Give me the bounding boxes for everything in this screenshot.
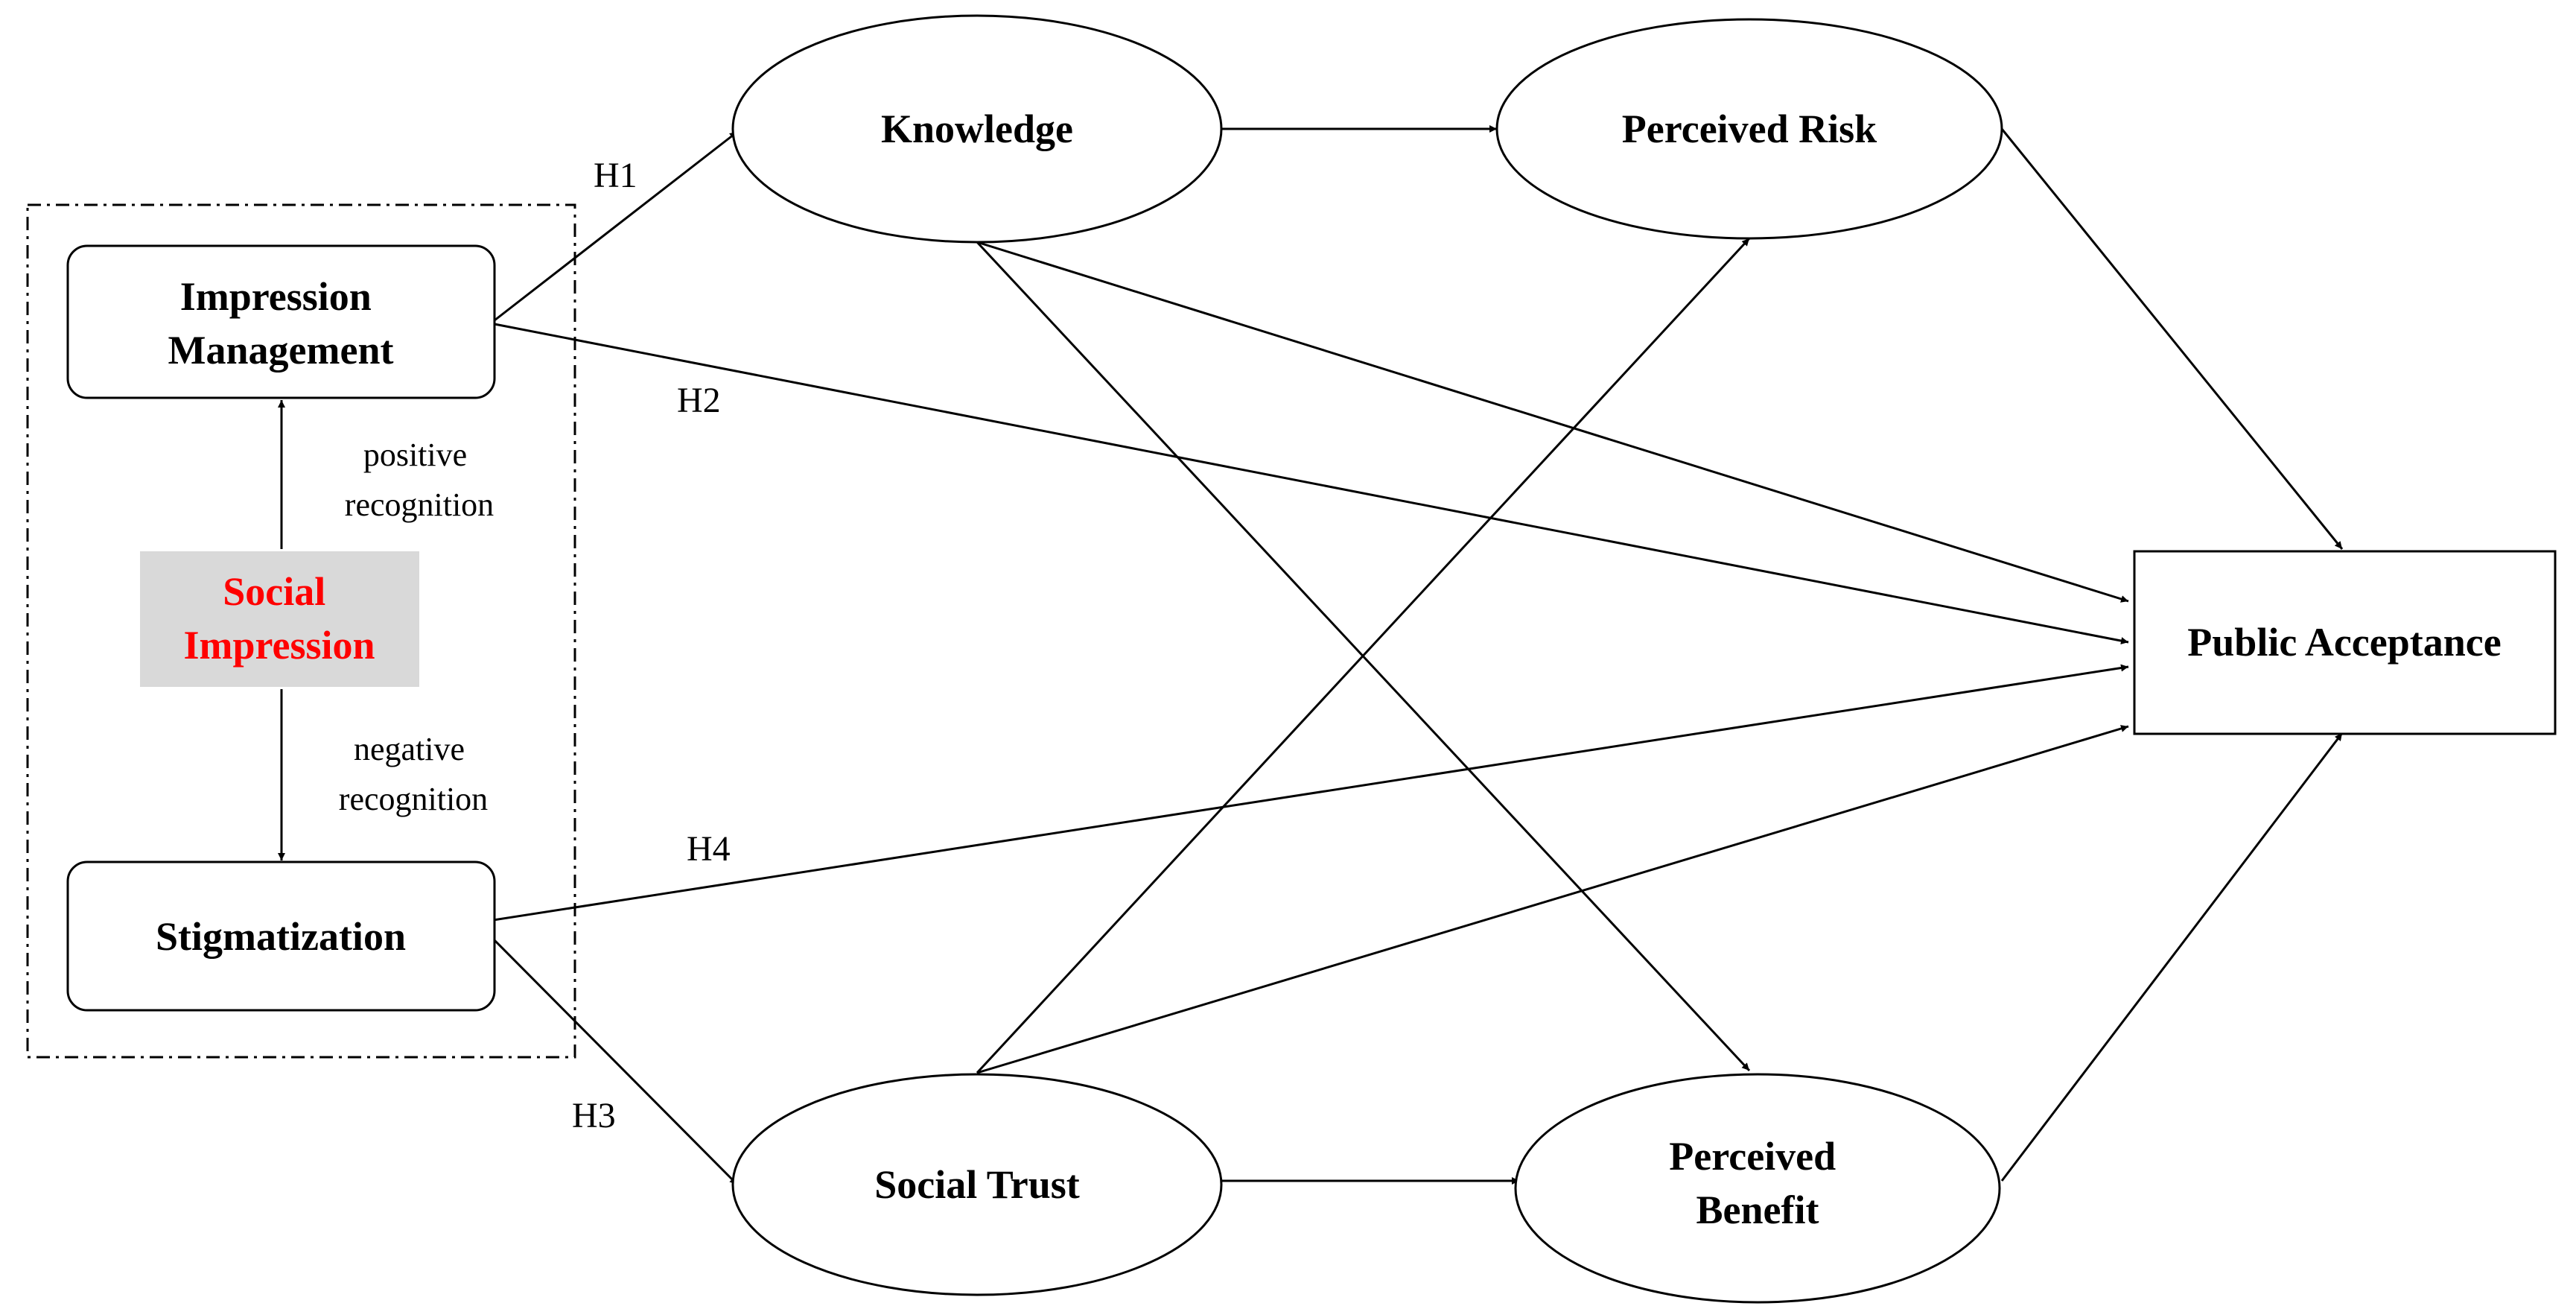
edge-impression-to-knowledge [494, 130, 738, 322]
node-perceived-risk: Perceived Risk [1495, 18, 2003, 240]
node-impression-management: Impression Management [66, 244, 496, 399]
perceived-benefit-label: Perceived Benefit [1669, 1134, 1845, 1232]
node-knowledge: Knowledge [731, 14, 1223, 244]
hypothesis-h1-label: H1 [594, 156, 637, 195]
knowledge-label: Knowledge [881, 107, 1073, 151]
impression-management-label: Impression Management [168, 274, 394, 373]
edge-social-trust-to-public-acceptance [976, 725, 2129, 1074]
perceived-risk-label: Perceived Risk [1622, 107, 1877, 151]
edge-perceived-risk-to-public-acceptance [2000, 128, 2344, 550]
social-impression-line-1: Social [223, 569, 325, 614]
node-social-trust: Social Trust [731, 1073, 1223, 1296]
edges [278, 125, 2344, 1186]
public-acceptance-label: Public Acceptance [2187, 620, 2501, 665]
perceived-benefit-line-1: Perceived [1669, 1134, 1836, 1179]
hypothesis-h2-label: H2 [677, 381, 721, 420]
node-stigmatization: Stigmatization [66, 860, 496, 1012]
social-impression-line-2: Impression [183, 623, 375, 668]
edge-social-trust-to-perceived-risk [976, 237, 1751, 1074]
social-impression-highlight [140, 551, 419, 687]
negative-recognition-label: negative recognition [339, 731, 488, 817]
perceived-benefit-line-2: Benefit [1696, 1188, 1819, 1232]
node-perceived-benefit: Perceived Benefit [1514, 1073, 2001, 1304]
positive-recognition-label: positive recognition [345, 437, 494, 523]
node-public-acceptance: Public Acceptance [2133, 550, 2557, 735]
impression-management-line-1: Impression [180, 274, 372, 319]
hypothesis-h4-label: H4 [687, 829, 731, 869]
social-trust-label: Social Trust [874, 1162, 1080, 1207]
edge-stigmatization-to-social-trust [493, 939, 739, 1186]
positive-recognition-line-1: positive [363, 437, 467, 473]
edge-perceived-benefit-to-public-acceptance [2000, 732, 2344, 1182]
impression-management-line-2: Management [168, 328, 394, 373]
edge-impression-to-public-acceptance [494, 323, 2129, 644]
stigmatization-label: Stigmatization [156, 914, 406, 959]
positive-recognition-line-2: recognition [345, 486, 494, 523]
node-social-impression: Social Impression [140, 551, 419, 687]
edge-knowledge-to-public-acceptance [976, 241, 2129, 603]
negative-recognition-line-1: negative [354, 731, 465, 767]
social-impression-label: Social Impression [183, 569, 375, 668]
edge-stigmatization-to-public-acceptance [468, 664, 2129, 925]
hypothesis-h3-label: H3 [572, 1096, 616, 1135]
negative-recognition-line-2: recognition [339, 781, 488, 817]
social-impression-group-box [26, 203, 576, 1059]
